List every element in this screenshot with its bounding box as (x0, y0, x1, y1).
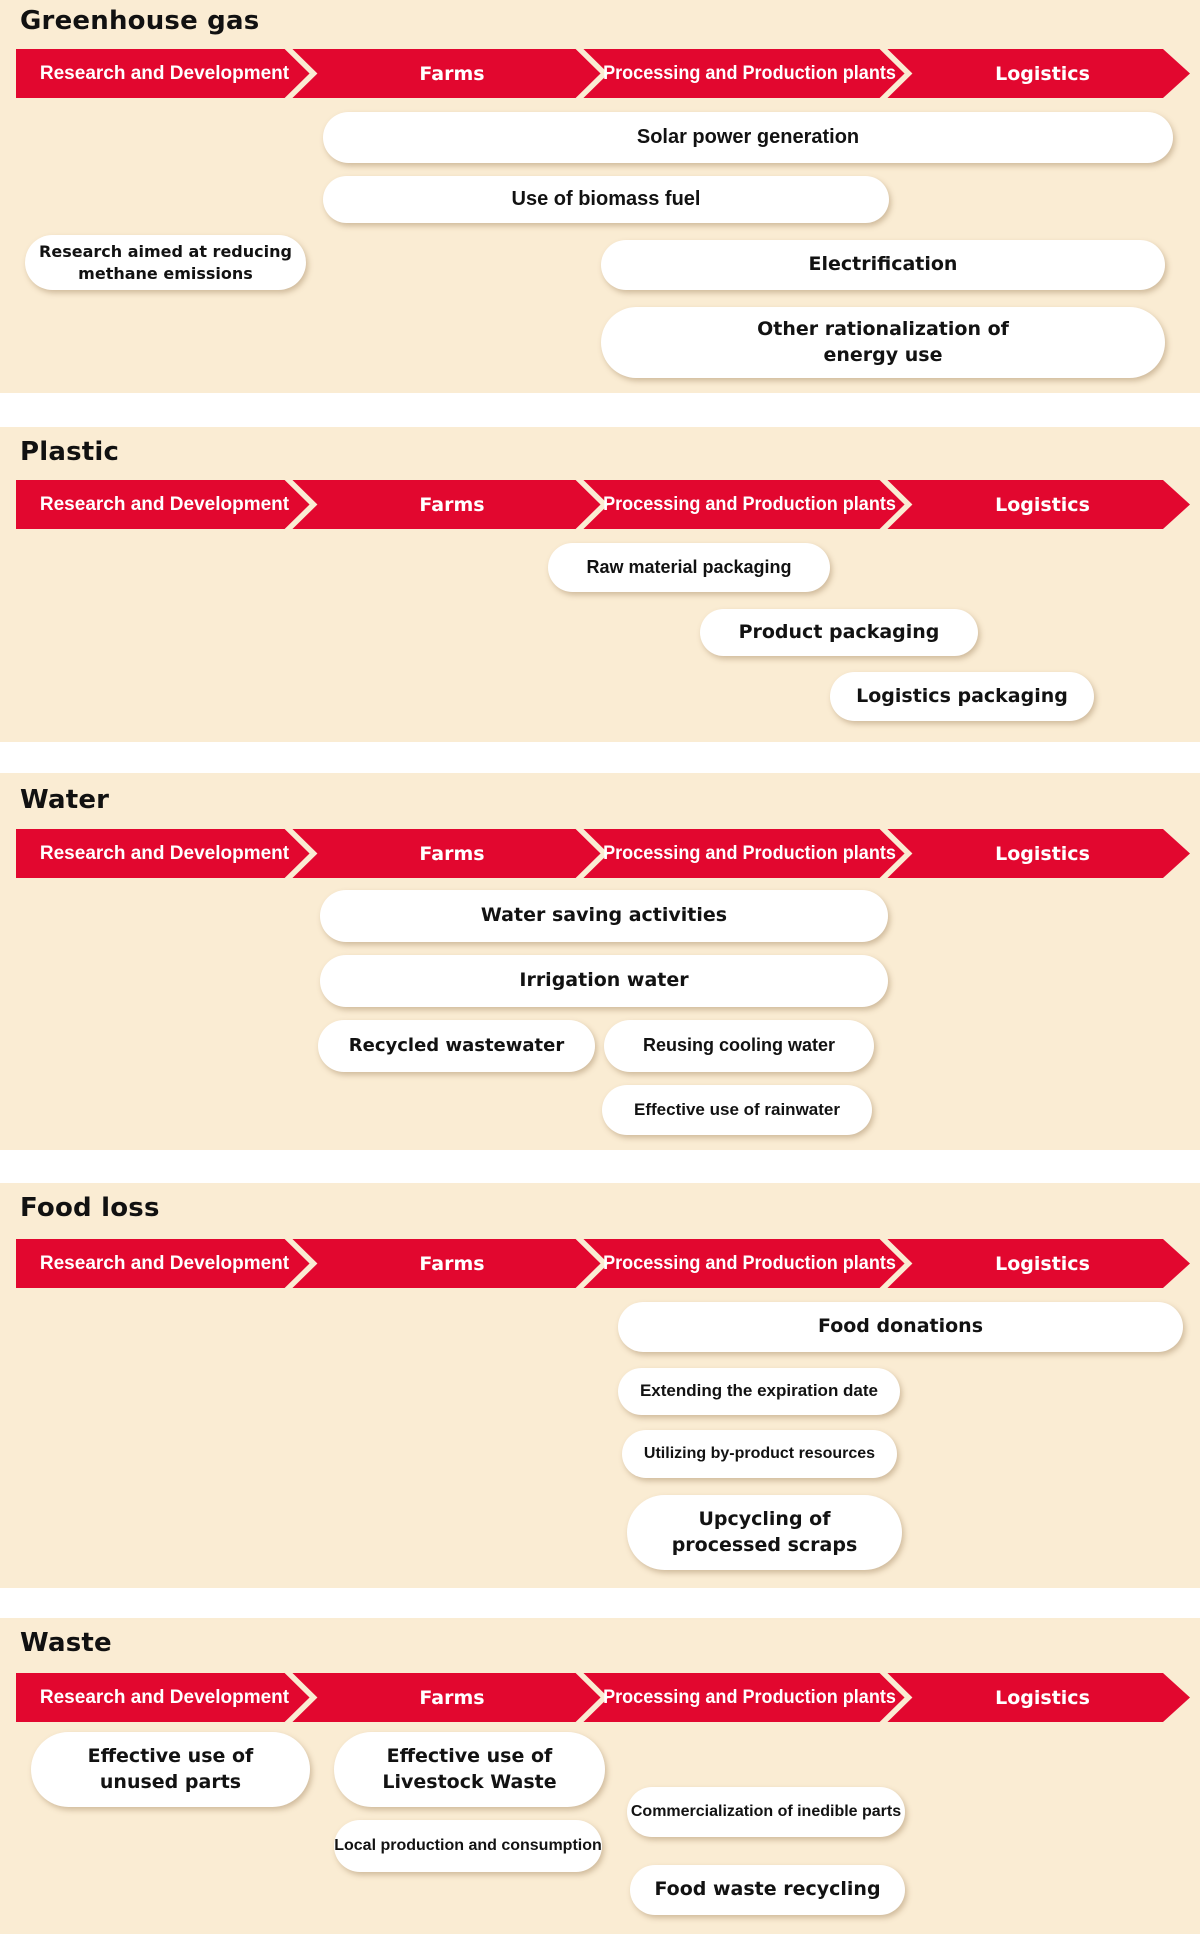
chevron-divider-icon (879, 49, 913, 98)
section-title-water: Water (20, 785, 110, 815)
stage-label-research-and-development: Research and Development (39, 493, 290, 515)
stage-label-research-and-development: Research and Development (39, 62, 290, 84)
stage-label-farms: Farms (419, 842, 485, 865)
chevron-divider-icon (879, 829, 913, 878)
chevron-divider-icon (284, 1239, 318, 1288)
pill-commercialization-of-inedible-parts: Commercialization of inedible parts (627, 1787, 905, 1837)
pill-use-of-biomass-fuel: Use of biomass fuel (323, 176, 889, 223)
chevron-divider-icon (284, 480, 318, 529)
chevron-divider-icon (575, 49, 609, 98)
stage-label-research-and-development: Research and Development (39, 1252, 290, 1274)
section-greenhouse-gas: Greenhouse gas Research and Development … (0, 0, 1200, 393)
pill-logistics-packaging: Logistics packaging (830, 672, 1094, 721)
chevron-divider-icon (284, 49, 318, 98)
pill-product-packaging: Product packaging (700, 609, 978, 656)
chevron-divider-icon (284, 829, 318, 878)
stage-label-logistics: Logistics (995, 493, 1090, 516)
pill-other-rationalization-of-energy-use: Other rationalization of energy use (601, 307, 1165, 378)
pill-raw-material-packaging: Raw material packaging (548, 543, 830, 592)
stage-arrow-graphic (16, 829, 1190, 878)
pill-effective-use-of-livestock-waste: Effective use of Livestock Waste (334, 1732, 605, 1807)
chevron-divider-icon (284, 1673, 318, 1722)
pill-upcycling-of-processed-scraps: Upcycling of processed scraps (627, 1495, 902, 1570)
pill-food-waste-recycling: Food waste recycling (630, 1865, 905, 1915)
stage-arrow-graphic (16, 1673, 1190, 1722)
section-title-waste: Waste (20, 1628, 112, 1658)
stage-label-research-and-development: Research and Development (39, 842, 290, 864)
chevron-divider-icon (575, 480, 609, 529)
section-title-greenhouse-gas: Greenhouse gas (20, 6, 260, 36)
stage-label-logistics: Logistics (995, 1252, 1090, 1275)
pill-utilizing-by-product-resources: Utilizing by-product resources (622, 1430, 897, 1478)
stage-arrow: Research and Development Farms Processin… (16, 480, 1190, 529)
chevron-divider-icon (879, 480, 913, 529)
stage-label-farms: Farms (419, 62, 485, 85)
section-food-loss: Food loss Research and Development Farms… (0, 1183, 1200, 1588)
pill-solar-power-generation: Solar power generation (323, 112, 1173, 163)
chevron-divider-icon (575, 1673, 609, 1722)
pill-effective-use-of-unused-parts: Effective use of unused parts (31, 1732, 310, 1807)
pill-irrigation-water: Irrigation water (320, 955, 888, 1007)
chevron-divider-icon (879, 1239, 913, 1288)
chevron-divider-icon (575, 1239, 609, 1288)
pill-effective-use-of-rainwater: Effective use of rainwater (602, 1085, 872, 1135)
pill-electrification: Electrification (601, 240, 1165, 290)
stage-label-farms: Farms (419, 1686, 485, 1709)
section-plastic: Plastic Research and Development Farms P… (0, 427, 1200, 742)
stage-label-processing-and-production-plants: Processing and Production plants (603, 62, 896, 84)
pill-recycled-wastewater: Recycled wastewater (318, 1020, 595, 1072)
stage-label-processing-and-production-plants: Processing and Production plants (603, 493, 896, 515)
section-waste: Waste Research and Development Farms Pro… (0, 1618, 1200, 1934)
stage-arrow: Research and Development Farms Processin… (16, 49, 1190, 98)
chevron-divider-icon (879, 1673, 913, 1722)
section-title-food-loss: Food loss (20, 1193, 160, 1223)
stage-arrow: Research and Development Farms Processin… (16, 1673, 1190, 1722)
section-water: Water Research and Development Farms Pro… (0, 773, 1200, 1150)
stage-arrow: Research and Development Farms Processin… (16, 1239, 1190, 1288)
stage-label-logistics: Logistics (995, 1686, 1090, 1709)
stage-arrow-graphic (16, 49, 1190, 98)
pill-water-saving-activities: Water saving activities (320, 890, 888, 942)
pill-food-donations: Food donations (618, 1302, 1183, 1352)
section-title-plastic: Plastic (20, 437, 120, 467)
stage-arrow-graphic (16, 480, 1190, 529)
stage-label-logistics: Logistics (995, 842, 1090, 865)
pill-local-production-and-consumption: Local production and consumption (334, 1820, 602, 1872)
stage-label-farms: Farms (419, 1252, 485, 1275)
pill-reusing-cooling-water: Reusing cooling water (604, 1020, 874, 1072)
stage-label-logistics: Logistics (995, 62, 1090, 85)
stage-arrow: Research and Development Farms Processin… (16, 829, 1190, 878)
stage-label-farms: Farms (419, 493, 485, 516)
stage-arrow-graphic (16, 1239, 1190, 1288)
stage-label-processing-and-production-plants: Processing and Production plants (603, 1252, 896, 1274)
stage-label-processing-and-production-plants: Processing and Production plants (603, 842, 896, 864)
pill-extending-the-expiration-date: Extending the expiration date (618, 1368, 900, 1415)
stage-label-processing-and-production-plants: Processing and Production plants (603, 1686, 896, 1708)
chevron-divider-icon (575, 829, 609, 878)
stage-label-research-and-development: Research and Development (39, 1686, 290, 1708)
pill-research-aimed-at-reducing-methane-emissions: Research aimed at reducing methane emiss… (25, 235, 306, 290)
